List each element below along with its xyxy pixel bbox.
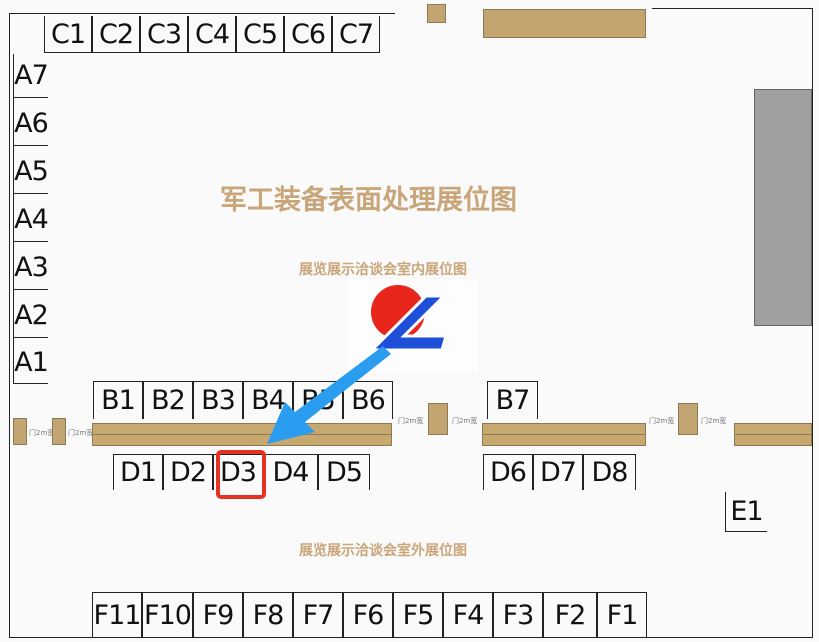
booth-f1[interactable]: F1 <box>597 592 647 637</box>
pointer-arrow <box>267 346 391 444</box>
booth-c2[interactable]: C2 <box>92 16 140 53</box>
booth-b2[interactable]: B2 <box>143 381 193 419</box>
wall-pillar-1 <box>13 418 27 445</box>
booth-f2[interactable]: F2 <box>543 592 597 637</box>
booth-b6[interactable]: B6 <box>343 381 393 419</box>
booth-d4[interactable]: D4 <box>263 454 318 490</box>
booth-d1[interactable]: D1 <box>113 454 163 490</box>
booth-e1[interactable]: E1 <box>725 492 767 532</box>
indoor-label: 展览展示洽谈会室内展位图 <box>299 262 467 278</box>
booth-c1[interactable]: C1 <box>44 16 92 53</box>
booth-a6[interactable]: A6 <box>14 102 49 146</box>
stage-block <box>754 89 812 326</box>
gate-label-5: 门2m宽 <box>649 417 675 425</box>
gate-label-3: 门2m宽 <box>398 417 424 425</box>
booth-c4[interactable]: C4 <box>188 16 236 53</box>
top-wall-block <box>483 9 646 38</box>
booth-f4[interactable]: F4 <box>443 592 493 637</box>
booth-c3[interactable]: C3 <box>140 16 188 53</box>
booth-f10[interactable]: F10 <box>142 592 193 637</box>
booth-f8[interactable]: F8 <box>243 592 293 637</box>
booth-a1[interactable]: A1 <box>14 342 49 384</box>
gate-label-6: 门2m宽 <box>701 417 727 425</box>
frame-top-left <box>9 13 395 14</box>
booth-b4[interactable]: B4 <box>243 381 293 419</box>
wall-pillar-4 <box>678 403 698 435</box>
booth-a5[interactable]: A5 <box>14 150 49 194</box>
booth-f11[interactable]: F11 <box>92 592 142 637</box>
booth-c7[interactable]: C7 <box>332 16 380 53</box>
booth-d6[interactable]: D6 <box>483 454 533 490</box>
wall-segment-middle-line <box>482 434 646 435</box>
frame-right <box>812 8 813 638</box>
gate-label-4: 门2m宽 <box>452 417 478 425</box>
booth-f5[interactable]: F5 <box>393 592 443 637</box>
frame-bottom <box>9 637 813 638</box>
booth-a2[interactable]: A2 <box>14 294 49 338</box>
booth-b1[interactable]: B1 <box>93 381 143 419</box>
booth-a3[interactable]: A3 <box>14 246 49 290</box>
booth-f6[interactable]: F6 <box>343 592 393 637</box>
frame-left <box>9 13 10 638</box>
booth-d2[interactable]: D2 <box>163 454 213 490</box>
booth-a4[interactable]: A4 <box>14 198 49 242</box>
wall-pillar-3 <box>428 403 448 435</box>
gate-label-2: 门2m宽 <box>68 429 94 437</box>
outdoor-label: 展览展示洽谈会室外展位图 <box>299 543 467 559</box>
booth-f9[interactable]: F9 <box>193 592 243 637</box>
booth-f3[interactable]: F3 <box>493 592 543 637</box>
wall-pillar-2 <box>52 418 66 445</box>
top-pillar <box>427 4 446 23</box>
booth-d3[interactable]: D3 <box>213 454 263 490</box>
a-column-spine <box>13 54 14 384</box>
booth-a7[interactable]: A7 <box>14 54 49 98</box>
frame-top-right <box>652 8 812 9</box>
gate-label-1: 门2m宽 <box>29 429 55 437</box>
booth-d7[interactable]: D7 <box>533 454 583 490</box>
booth-b3[interactable]: B3 <box>193 381 243 419</box>
booth-f7[interactable]: F7 <box>293 592 343 637</box>
booth-d5[interactable]: D5 <box>318 454 370 490</box>
wall-segment-left-line <box>92 434 392 435</box>
booth-b7[interactable]: B7 <box>487 381 538 419</box>
map-title: 军工装备表面处理展位图 <box>220 185 517 216</box>
booth-c5[interactable]: C5 <box>236 16 284 53</box>
booth-d8[interactable]: D8 <box>583 454 636 490</box>
highlight-box <box>216 450 266 499</box>
wall-segment-right-line <box>734 434 812 435</box>
booth-c6[interactable]: C6 <box>284 16 332 53</box>
